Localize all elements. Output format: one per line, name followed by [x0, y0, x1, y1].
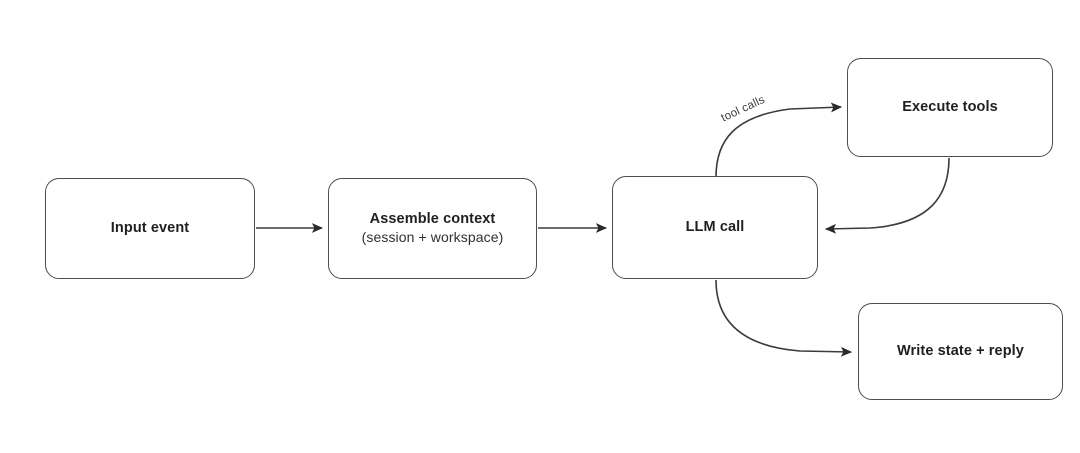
node-input-event[interactable]: Input event [45, 178, 255, 279]
node-llm-call-title: LLM call [685, 219, 745, 236]
node-assemble-context-title: Assemble context [369, 210, 496, 227]
edge-llm-to-write-state [715, 279, 853, 357]
node-write-state-title: Write state + reply [897, 343, 1024, 360]
edge-execute-tools-to-llm [824, 157, 950, 234]
node-assemble-context[interactable]: Assemble context (session + workspace) [328, 178, 537, 279]
node-write-state[interactable]: Write state + reply [858, 303, 1063, 400]
node-llm-call[interactable]: LLM call [612, 176, 818, 279]
node-input-event-title: Input event [110, 220, 190, 237]
node-execute-tools-title: Execute tools [902, 99, 998, 116]
node-execute-tools[interactable]: Execute tools [847, 58, 1053, 157]
node-assemble-context-subtitle: (session + workspace) [361, 229, 504, 246]
edge-label-tool-calls: tool calls [719, 93, 767, 125]
